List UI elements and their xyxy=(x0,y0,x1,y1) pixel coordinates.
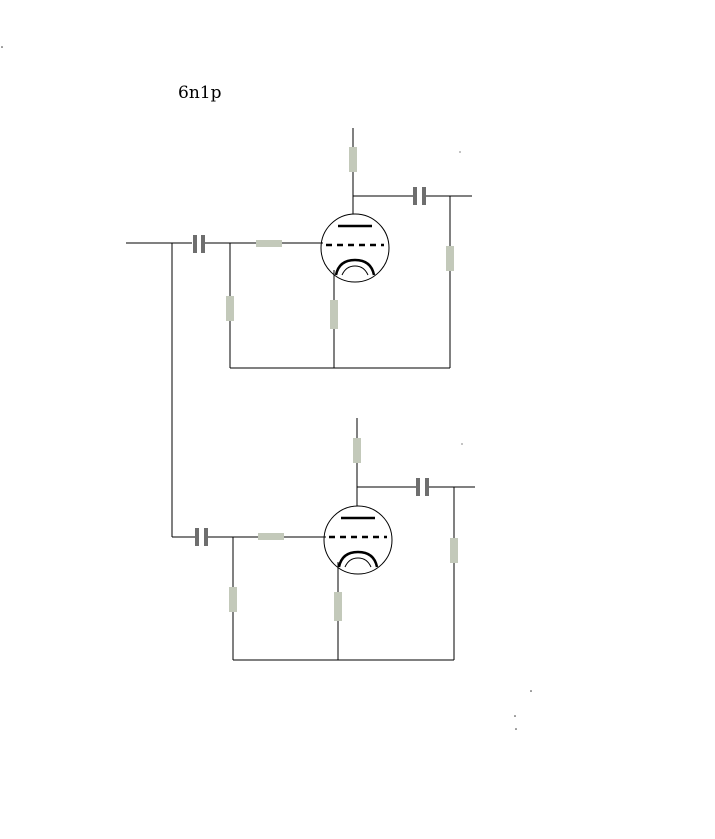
diagram-title: 6n1p xyxy=(178,83,222,103)
input-capacitor xyxy=(193,235,205,253)
grid-stopper-resistor xyxy=(258,533,284,540)
input-capacitor xyxy=(195,528,208,546)
stray-dot xyxy=(515,728,517,730)
output-load-resistor xyxy=(450,538,458,563)
triode-6n1p xyxy=(323,505,393,575)
tube-heater xyxy=(344,557,372,568)
stage-upper xyxy=(193,128,472,369)
output-coupling-capacitor xyxy=(416,478,429,496)
stray-dot xyxy=(459,151,461,153)
tube-envelope xyxy=(320,213,390,283)
grid-stopper-resistor xyxy=(256,240,282,247)
grid-leak-resistor xyxy=(229,587,237,612)
output-coupling-capacitor xyxy=(413,187,426,205)
stray-dot xyxy=(1,46,3,48)
grid-leak-resistor xyxy=(226,296,234,321)
tube-envelope xyxy=(323,505,393,575)
plate-load-resistor xyxy=(353,438,361,463)
cathode-resistor xyxy=(330,300,338,329)
stray-dot xyxy=(514,715,516,717)
stray-dot xyxy=(461,443,463,445)
triode-6n1p xyxy=(320,213,390,283)
output-load-resistor xyxy=(446,246,454,271)
tube-heater xyxy=(341,265,369,276)
input-wiring xyxy=(126,242,195,538)
tube-cathode xyxy=(334,258,376,276)
cathode-resistor xyxy=(334,592,342,621)
stage-lower xyxy=(195,418,475,661)
plate-load-resistor xyxy=(349,147,357,172)
stray-dot xyxy=(530,690,532,692)
tube-cathode xyxy=(337,550,379,568)
